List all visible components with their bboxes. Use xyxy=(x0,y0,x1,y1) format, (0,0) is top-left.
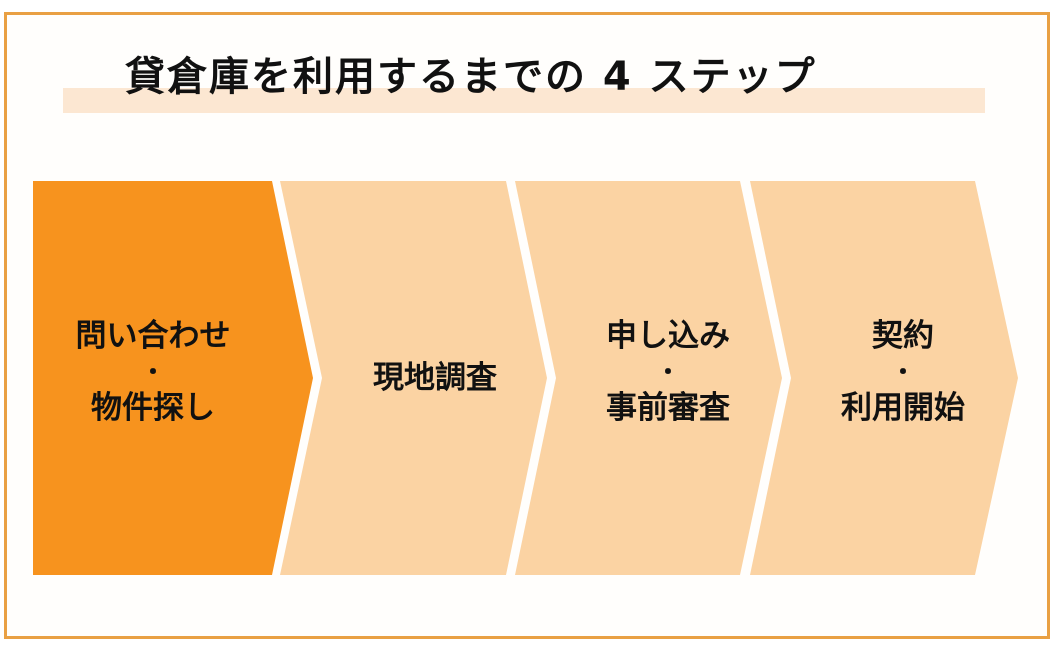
step-1-line2: 物件探し xyxy=(91,390,215,426)
step-4-separator: ・ xyxy=(891,358,915,386)
step-4-line1: 契約 xyxy=(872,318,934,354)
step-1-separator: ・ xyxy=(141,358,165,386)
step-2-label: 現地調査 xyxy=(320,357,550,399)
step-3-label: 申し込み ・ 事前審査 xyxy=(553,315,783,429)
step-1-label: 問い合わせ ・ 物件探し xyxy=(33,315,273,429)
step-3-chevron xyxy=(515,181,782,575)
step-3-separator: ・ xyxy=(656,358,680,386)
step-2-chevron xyxy=(280,181,547,575)
title-highlight xyxy=(63,88,985,113)
page-title: 貸倉庫を利用するまでの 4 ステップ xyxy=(125,54,817,100)
step-2-line1: 現地調査 xyxy=(373,360,497,396)
step-1-line1: 問い合わせ xyxy=(75,318,231,354)
step-3-line2: 事前審査 xyxy=(606,390,730,426)
step-3-line1: 申し込み xyxy=(606,318,730,354)
step-1-chevron xyxy=(33,181,313,575)
step-4-chevron xyxy=(750,181,1018,575)
step-4-label: 契約 ・ 利用開始 xyxy=(788,315,1018,429)
step-4-line2: 利用開始 xyxy=(841,390,965,426)
